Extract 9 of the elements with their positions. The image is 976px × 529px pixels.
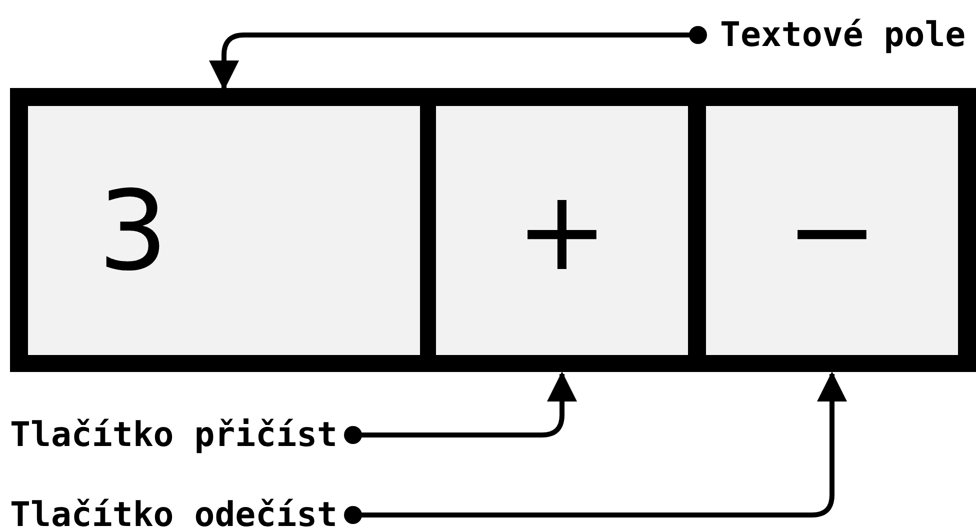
callout-label: Tlačítko přičíst	[10, 418, 338, 452]
plus-button: +	[436, 106, 688, 355]
callout-label: Textové pole	[720, 18, 966, 52]
callout-label: Tlačítko odečíst	[10, 498, 338, 529]
text-field: 3	[28, 106, 420, 355]
leader-line	[344, 372, 847, 524]
minus-button: −	[706, 106, 958, 355]
leader-line	[209, 26, 707, 90]
leader-line	[344, 372, 577, 444]
